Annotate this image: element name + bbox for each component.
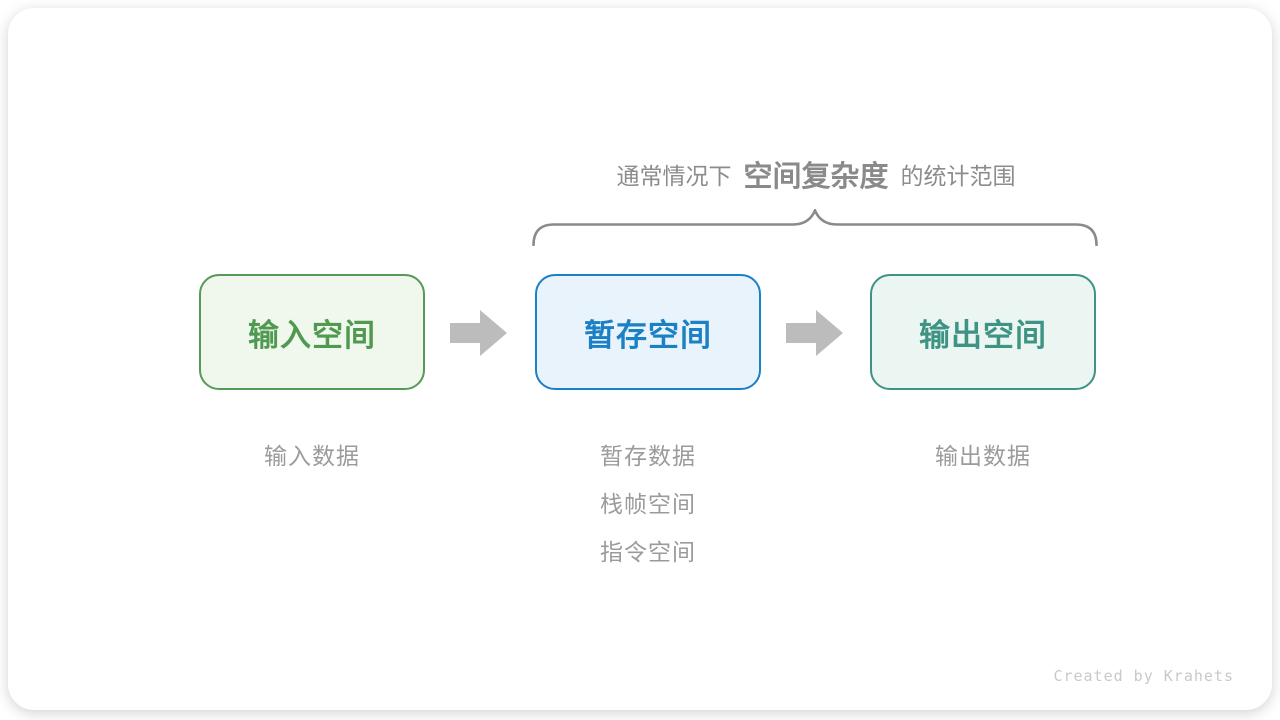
temporary-space-label: 暂存空间	[584, 317, 712, 353]
canvas-card: 通常情况下 空间复杂度 的统计范围 输入空间 暂存空间 输出空间 输入数据 暂存…	[8, 8, 1272, 710]
credit-text: Created by Krahets	[1053, 667, 1234, 685]
output-space-sublabels: 输出数据	[870, 432, 1096, 480]
arrow-right-icon	[450, 310, 507, 356]
sublabel-temp-data: 暂存数据	[600, 443, 696, 469]
input-space-box: 输入空间	[199, 274, 425, 390]
title-highlight: 空间复杂度	[743, 161, 889, 193]
arrow-right-icon	[786, 310, 843, 356]
title-suffix: 的统计范围	[900, 163, 1016, 189]
curly-brace-icon	[532, 209, 1098, 246]
temporary-space-sublabels: 暂存数据 栈帧空间 指令空间	[535, 432, 761, 576]
sublabel-input-data: 输入数据	[264, 443, 360, 469]
sublabel-instruction-space: 指令空间	[600, 539, 696, 565]
output-space-label: 输出空间	[919, 317, 1047, 353]
sublabel-stack-frame-space: 栈帧空间	[600, 491, 696, 517]
title-prefix: 通常情况下	[616, 163, 732, 189]
temporary-space-box: 暂存空间	[535, 274, 761, 390]
input-space-label: 输入空间	[248, 317, 376, 353]
output-space-box: 输出空间	[870, 274, 1096, 390]
input-space-sublabels: 输入数据	[199, 432, 425, 480]
sublabel-output-data: 输出数据	[935, 443, 1031, 469]
diagram-title: 通常情况下 空间复杂度 的统计范围	[533, 154, 1099, 194]
